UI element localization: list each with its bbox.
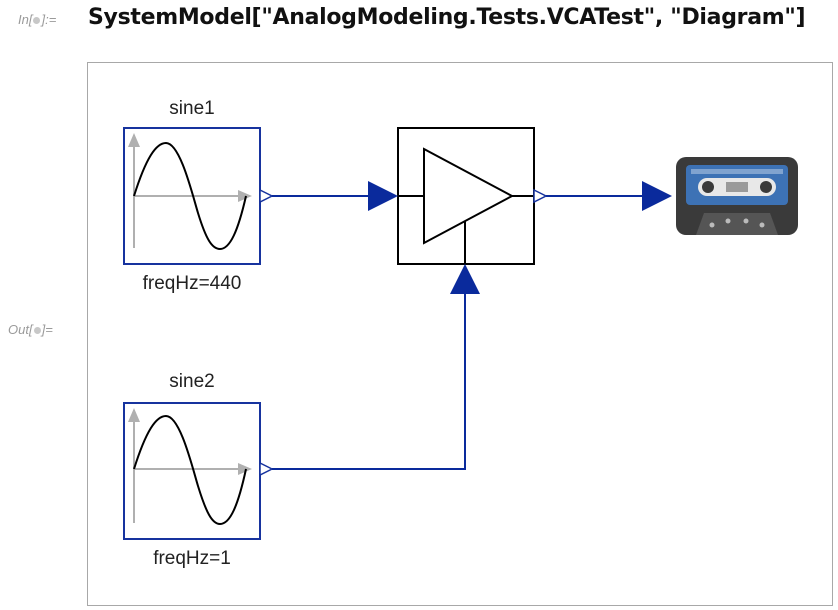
vca-control-port-icon[interactable] <box>450 264 480 294</box>
sine1-y-axis-arrow-icon <box>128 133 140 147</box>
sine1-name: sine1 <box>169 98 215 119</box>
vca-output-port-icon[interactable] <box>533 188 548 204</box>
cell-marker-icon <box>33 17 41 25</box>
output-label-prefix: Out[ <box>8 322 33 337</box>
diagram-output[interactable]: sine1 freqHz=440 sine2 freqHz=1 <box>87 62 833 606</box>
cassette-tape-icon[interactable] <box>676 157 798 235</box>
cassette-hole <box>743 218 749 224</box>
sine1-wave-icon <box>133 141 247 251</box>
sine1-param: freqHz=440 <box>142 273 242 294</box>
sine2-param: freqHz=1 <box>153 548 231 569</box>
sine2-name: sine2 <box>169 371 215 392</box>
vca-block[interactable] <box>397 127 548 265</box>
vca-input-port-icon[interactable] <box>368 181 398 211</box>
sine2-frame <box>123 402 261 540</box>
sine2-output-port-icon[interactable] <box>259 461 274 477</box>
cassette-hole <box>725 218 731 224</box>
sine2-y-axis-arrow-icon <box>128 408 140 422</box>
cell-marker-icon <box>33 327 41 335</box>
sine1-block[interactable] <box>123 127 274 265</box>
output-label-suffix: ]= <box>41 322 53 337</box>
sine1-output-port-icon[interactable] <box>259 188 274 204</box>
connections <box>272 181 672 470</box>
diagram-canvas <box>123 127 798 540</box>
sine2-wave-icon <box>133 414 247 526</box>
cassette-hole <box>709 222 715 228</box>
cassette-bottom <box>696 213 778 235</box>
output-cell-label: Out[ ]= <box>8 322 53 337</box>
cassette-hole <box>759 222 765 228</box>
connection-sine2-vca[interactable] <box>272 291 466 470</box>
cassette-reel-left <box>702 181 714 193</box>
input-cell-label: In[ ]:= <box>18 12 56 27</box>
cassette-label-stripe <box>691 169 783 174</box>
output-input-port-icon[interactable] <box>642 181 672 211</box>
input-label-prefix: In[ <box>18 12 33 27</box>
input-code[interactable]: SystemModel["AnalogModeling.Tests.VCATes… <box>88 5 806 30</box>
sine2-block[interactable] <box>123 402 274 540</box>
cassette-tape-window <box>726 182 748 192</box>
input-label-suffix: ]:= <box>41 12 57 27</box>
cassette-reel-right <box>760 181 772 193</box>
